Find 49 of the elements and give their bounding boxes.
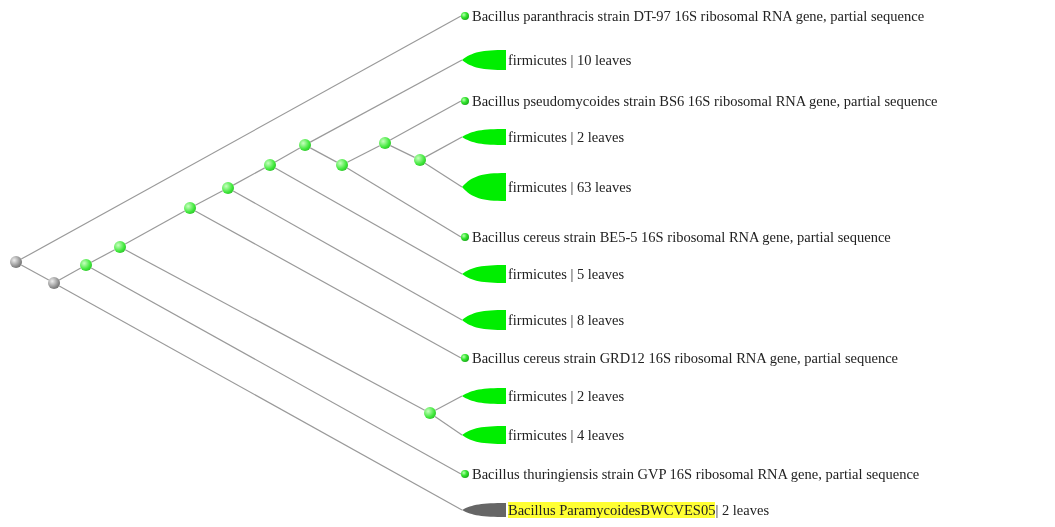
taxon-label: Bacillus pseudomycoides strain BS6 16S ribosomal RNA gene, partial sequence	[472, 93, 938, 109]
tree-node-circle	[299, 139, 311, 151]
taxon-label: Bacillus paranthracis strain DT-97 16S ribosomal RNA gene, partial sequence	[472, 8, 925, 24]
tree-node-circle	[222, 182, 234, 194]
tree-node-circle	[114, 241, 126, 253]
tree-branch	[389, 100, 462, 141]
tree-node-circle	[10, 256, 22, 268]
tree-branch	[124, 210, 186, 245]
tree-branch	[58, 285, 463, 511]
taxon-label: firmicutes | 2 leaves	[508, 388, 625, 404]
tree-node-circle	[414, 154, 426, 166]
tree-branch	[274, 147, 301, 163]
tree-branch	[424, 162, 463, 188]
taxon-label: firmicutes | 10 leaves	[508, 52, 632, 68]
tree-branch	[20, 264, 50, 281]
tree-branch	[58, 267, 82, 281]
tree-node-circle	[424, 407, 436, 419]
tree-branch	[194, 190, 224, 206]
tree-branch	[274, 167, 463, 275]
tree-branch	[90, 249, 116, 263]
tree-node-circle	[184, 202, 196, 214]
taxon-label: Bacillus cereus strain BE5-5 16S ribosomal RNA gene, partial sequence	[472, 229, 891, 245]
taxon-label: Bacillus cereus strain GRD12 16S ribosomal RNA gene, partial sequence	[472, 350, 899, 366]
taxon-label: firmicutes | 5 leaves	[508, 266, 625, 282]
tree-branch	[194, 210, 462, 359]
tree-branch	[389, 145, 416, 158]
tree-node-circle	[48, 277, 60, 289]
tree-branch	[90, 267, 462, 475]
tree-branch	[346, 145, 381, 163]
taxon-label: firmicutes | 63 leaves	[508, 179, 632, 195]
tree-branch	[434, 395, 463, 411]
tree-branch	[309, 147, 338, 163]
tree-node-circle	[80, 259, 92, 271]
tree-node-circle	[264, 159, 276, 171]
taxon-label: firmicutes | 2 leaves	[508, 129, 625, 145]
taxon-label: | 2 leaves	[715, 502, 770, 518]
tree-node-circle	[379, 137, 391, 149]
tree-branch	[424, 136, 463, 158]
tree-branch	[309, 59, 463, 143]
tree-branch	[124, 249, 426, 411]
tree-node-circle	[336, 159, 348, 171]
tree-branch	[20, 15, 462, 260]
tree-branch	[232, 190, 463, 321]
taxon-label: firmicutes | 4 leaves	[508, 427, 625, 443]
tree-branch	[434, 415, 463, 436]
tree-branch	[232, 167, 266, 186]
taxon-label: Bacillus thuringiensis strain GVP 16S ribosomal RNA gene, partial sequence	[472, 466, 920, 482]
tree-branch	[346, 167, 462, 238]
taxon-label: firmicutes | 8 leaves	[508, 312, 625, 328]
